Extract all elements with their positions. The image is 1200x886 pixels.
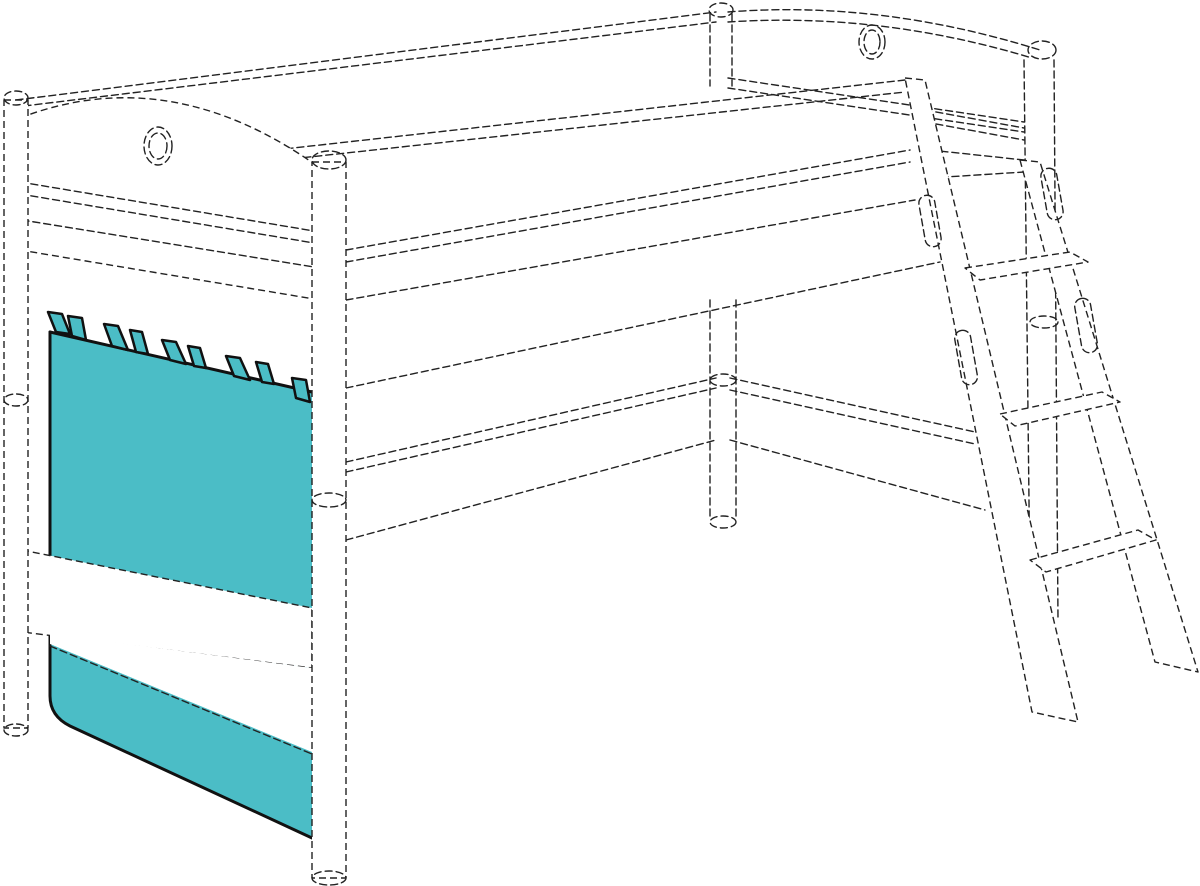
front-bottom-rail bbox=[345, 377, 986, 541]
front-headboard-porthole bbox=[143, 126, 173, 166]
curtain-cross-band bbox=[49, 634, 313, 755]
ladder bbox=[904, 77, 1199, 723]
middle-leg bbox=[709, 299, 737, 529]
right-headboard-panel bbox=[924, 109, 1025, 179]
front-lower-rail bbox=[345, 199, 941, 389]
back-headboard-porthole bbox=[858, 24, 886, 60]
curtain-loops bbox=[46, 310, 312, 404]
back-middle-post bbox=[708, 2, 734, 87]
left-headboard bbox=[19, 97, 321, 301]
back-right-post bbox=[1023, 40, 1059, 621]
left-back-post bbox=[3, 90, 29, 737]
back-rail bbox=[15, 9, 1041, 133]
left-front-post bbox=[311, 150, 347, 886]
front-top-rail bbox=[274, 79, 911, 263]
